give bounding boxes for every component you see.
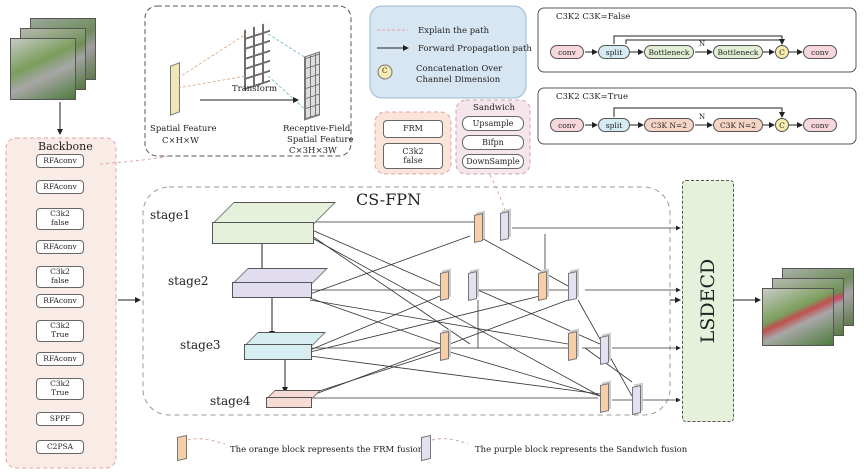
backbone-block: C3k2 True [36,320,84,342]
c3k2-false-conv-in: conv [550,45,584,59]
c3k2-true-c3k-1: C3K N=2 [644,118,694,132]
spatial-feature-dims: C×H×W [162,136,199,146]
backbone-block: RFAconv [36,240,84,254]
sandwich-fusion-block [600,335,609,365]
sandwich-fusion-block [632,385,641,415]
orange-legend-swatch [177,434,187,462]
lsdecd-head: LSDECD [682,180,734,422]
frm-fusion-block [440,271,449,301]
c3k2-true-conv-out: conv [803,118,837,132]
c3k2-true-n: N [699,113,706,121]
sandwich-fusion-block [468,271,477,301]
c3k2-true-c3k-2: C3K N=2 [713,118,763,132]
legend-concat-2: Channel Dimension [416,75,501,85]
backbone-block: C3k2 false [36,266,84,288]
stage-label: stage3 [180,338,221,352]
orange-legend-text: The orange block represents the FRM fusi… [230,445,424,455]
frm-fusion-block [440,331,449,361]
frm-c3k2-block: C3k2 false [383,143,443,169]
stage4-slab [258,390,321,408]
receptive-title-1: Receptive-Field [283,124,351,134]
c3k2-false-title: C3K2 C3K=False [556,12,631,22]
legend-forward: Forward Propagation path [418,44,532,54]
c3k2-true-conv-in: conv [550,118,584,132]
c3k2-false-split: split [598,45,630,59]
frm-fusion-block [600,383,609,413]
purple-legend-text: The purple block represents the Sandwich… [475,445,688,455]
receptive-dims: C×3H×3W [289,146,337,156]
stage-label: stage4 [210,394,251,408]
sandwich-item: DownSample [462,154,524,169]
backbone-block: RFAconv [36,294,84,308]
stage3-slab [232,332,326,360]
c3k2-false-bottleneck-2: Bottleneck [713,45,763,59]
backbone-block: C3k2 True [36,378,84,400]
c3k2-false-n: N [699,40,706,48]
c3k2-false-conv-out: conv [803,45,837,59]
spatial-feature-label: Spatial Feature [150,124,217,134]
c3k2-true-split: split [598,118,630,132]
c3k2-true-title: C3K2 C3K=True [556,92,628,102]
c3k2-false-concat: C [775,45,789,59]
output-image-stack [762,268,858,346]
backbone-block: C2PSA [36,440,84,454]
sandwich-item: Upsample [462,116,524,131]
legend-explain: Explain the path [418,26,490,36]
legend-concat-1: Concatenation Over [416,64,503,74]
frm-block: FRM [383,120,443,138]
sandwich-fusion-block [500,211,509,241]
sandwich-item: Bifpn [462,135,524,150]
backbone-title: Backbone [38,140,93,153]
backbone-block: C3k2 false [36,208,84,230]
transform-label: Transform [232,84,278,94]
stage-label: stage1 [150,208,191,222]
fpn-title: CS-FPN [356,190,422,209]
c3k2-false-bottleneck-1: Bottleneck [644,45,694,59]
purple-legend-swatch [421,434,431,462]
stage-label: stage2 [168,274,209,288]
backbone-block: RFAconv [36,180,84,194]
legend-concat-symbol: C [382,67,388,75]
c3k2-true-concat: C [775,118,789,132]
frm-fusion-block [538,271,547,301]
stage2-slab [218,268,328,298]
backbone-block: RFAconv [36,154,84,168]
sandwich-title: Sandwich [473,103,516,113]
frm-fusion-block [568,331,577,361]
backbone-block: RFAconv [36,352,84,366]
input-image-stack [10,18,100,100]
receptive-title-2: Spatial Feature [287,135,354,145]
sandwich-fusion-block [568,271,577,301]
backbone-block: SPPF [36,412,84,426]
stage1-slab [192,202,336,244]
frm-fusion-block [474,213,483,243]
lsdecd-label: LSDECD [697,258,719,344]
